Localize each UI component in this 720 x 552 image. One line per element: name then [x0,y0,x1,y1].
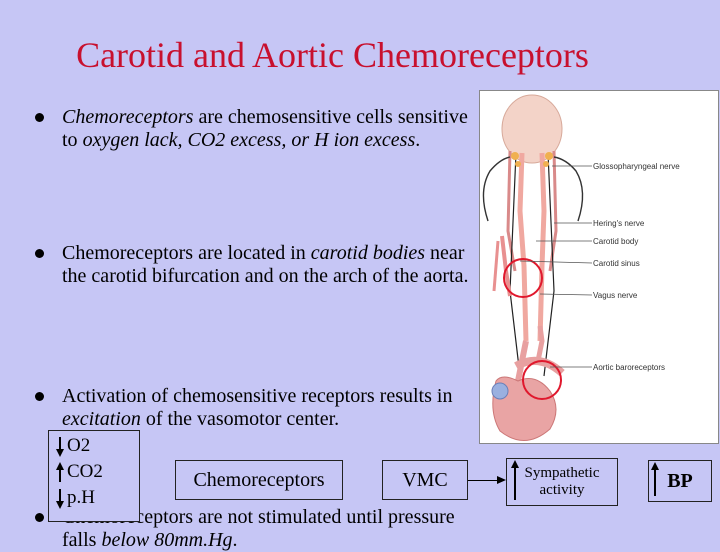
label-glossopharyngeal-nerve: Glossopharyngeal nerve [593,162,680,171]
arrow-up-icon [511,460,519,500]
bullet-text: Activation of chemosensitive receptors r… [62,385,453,430]
bp-label: BP [667,469,693,492]
label-herings-nerve: Hering's nerve [593,219,645,228]
vmc-label: VMC [402,468,448,491]
anatomy-figure: Glossopharyngeal nerve Hering's nerve Ca… [479,90,719,444]
sympathetic-box: Sympathetic activity [506,458,618,506]
input-o2-label: O2 [67,435,91,456]
arrow-down-icon [56,489,64,509]
sympathetic-label: Sympathetic activity [524,465,600,498]
vmc-box: VMC [382,460,468,500]
input-ph-label: p.H [67,487,95,508]
arrow-right-icon [468,475,506,484]
label-vagus-nerve: Vagus nerve [593,291,638,300]
bullet-item: Chemoreceptors are located in carotid bo… [34,242,484,288]
bullet-list: Chemoreceptors are chemosensitive cells … [34,106,484,551]
chemoreceptors-box: Chemoreceptors [175,460,343,500]
slide-title: Carotid and Aortic Chemoreceptors [76,35,589,75]
bullet-item: Chemoreceptors are chemosensitive cells … [34,106,484,152]
label-carotid-sinus: Carotid sinus [593,259,640,268]
bullet-dot [35,249,44,258]
input-co2-label: CO2 [67,461,103,482]
inputs-list: O2 CO2 p.H [55,434,135,512]
bullet-dot [35,113,44,122]
input-co2: CO2 [55,460,135,486]
arrow-up-icon [56,462,64,482]
bullet-dot [35,392,44,401]
input-ph: p.H [55,486,135,512]
bullet-text: Chemoreceptors are chemosensitive cells … [62,106,468,151]
anatomy-illustration [482,94,593,441]
arrow-up-icon [651,462,659,496]
arrow-down-icon [56,437,64,457]
bullet-item: Activation of chemosensitive receptors r… [34,385,484,431]
label-carotid-body: Carotid body [593,237,639,246]
chemoreceptors-label: Chemoreceptors [193,468,325,491]
bullet-text: Chemoreceptors are located in carotid bo… [62,242,469,287]
label-aortic-baroreceptors: Aortic baroreceptors [593,363,666,372]
bullet-dot [35,513,44,522]
input-o2: O2 [55,434,135,460]
